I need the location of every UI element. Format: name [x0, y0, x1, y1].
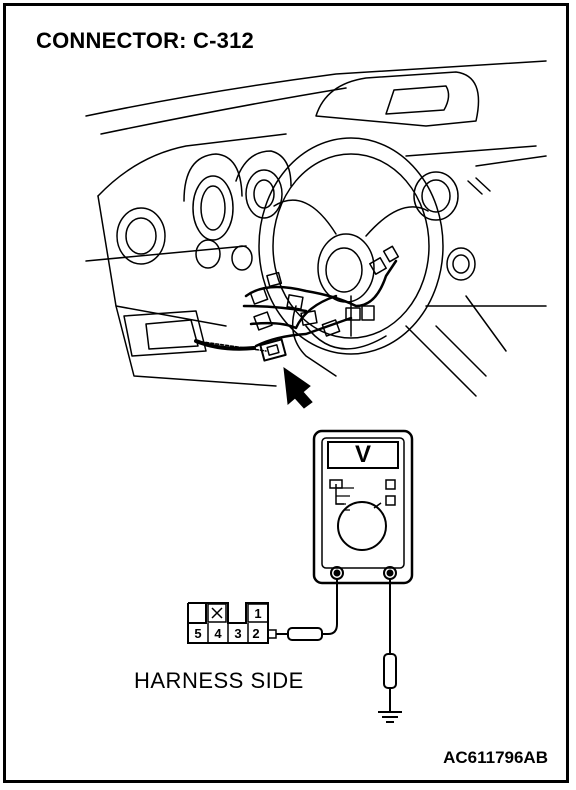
figure-code: AC611796AB: [443, 748, 548, 767]
pointer-arrow: [283, 366, 313, 409]
pin-blank-cell: [207, 603, 227, 623]
ground-symbol: [378, 711, 402, 723]
dashboard-illustration: [85, 60, 547, 409]
harness-side-label: HARNESS SIDE: [134, 668, 304, 693]
ground-probe: [383, 653, 397, 689]
test-diagram: [187, 429, 414, 723]
top-display-hood: [315, 71, 480, 127]
dash-top-line: [85, 60, 547, 117]
right-vent: [413, 171, 459, 221]
target-connector: [259, 338, 287, 362]
positive-probe: [287, 627, 323, 641]
glovebox: [123, 310, 207, 357]
steering-wheel-outer: [258, 137, 444, 355]
pin-1: 1: [254, 606, 262, 621]
pin-2: 2: [252, 626, 260, 641]
positive-lead: [322, 579, 338, 635]
left-vent: [116, 207, 166, 265]
pin-3: 3: [234, 626, 242, 641]
meter-dial: [337, 501, 387, 551]
connector-title: CONNECTOR: C-312: [36, 28, 254, 53]
pin-4: 4: [214, 626, 222, 641]
pin-5: 5: [194, 626, 202, 641]
harness-connector: [187, 602, 269, 644]
figure-frame: CONNECTOR: C-312: [3, 3, 569, 783]
meter-display-label: V: [354, 441, 371, 468]
